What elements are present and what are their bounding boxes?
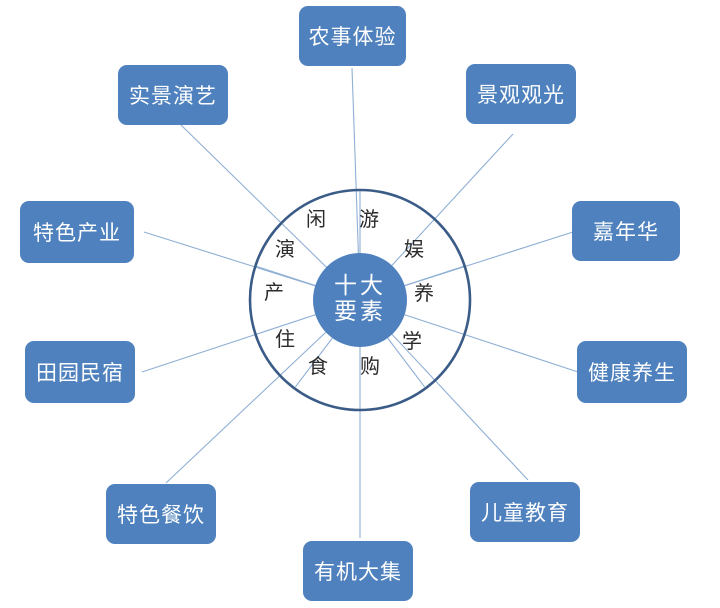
ring-dividers: [255, 190, 465, 388]
node-box-youjidaji[interactable]: 有机大集: [303, 541, 413, 601]
node-box-shijingyanyi[interactable]: 实景演艺: [118, 65, 228, 125]
node-box-ertongjiaoyu[interactable]: 儿童教育: [470, 482, 580, 542]
node-box-nongshitiyan[interactable]: 农事体验: [299, 6, 406, 66]
ring-divider: [294, 337, 333, 388]
ring-char-yan: 演: [275, 237, 295, 261]
center-label-line2: 要素: [334, 299, 386, 325]
ring-char-xue: 学: [402, 329, 422, 353]
ring-char-yu: 娱: [404, 237, 424, 261]
ring-char-chan: 产: [264, 280, 284, 304]
ring-divider: [255, 265, 316, 287]
ring-char-zhu: 住: [275, 327, 295, 351]
center-hub: 十大 要素: [313, 253, 407, 347]
ring-char-xian: 闲: [306, 207, 326, 231]
ring-char-you: 游: [359, 207, 379, 231]
node-box-tianyuanminsu[interactable]: 田园民宿: [25, 341, 135, 403]
node-box-tesecanyin[interactable]: 特色餐饮: [106, 484, 216, 544]
node-box-jianianhua[interactable]: 嘉年华: [572, 201, 680, 261]
ring-char-shi: 食: [308, 354, 328, 378]
outer-ring-circle: [248, 188, 472, 412]
ring-divider: [404, 265, 465, 287]
node-box-jingguanguanguang[interactable]: 景观观光: [466, 64, 576, 124]
ring-divider: [387, 337, 426, 388]
node-box-jiankangyangsheng[interactable]: 健康养生: [577, 341, 687, 403]
ring-char-yang: 养: [414, 281, 434, 305]
center-label-line1: 十大: [334, 273, 386, 300]
ring-char-gou: 购: [360, 354, 380, 378]
node-box-teseichanye[interactable]: 特色产业: [20, 201, 134, 263]
